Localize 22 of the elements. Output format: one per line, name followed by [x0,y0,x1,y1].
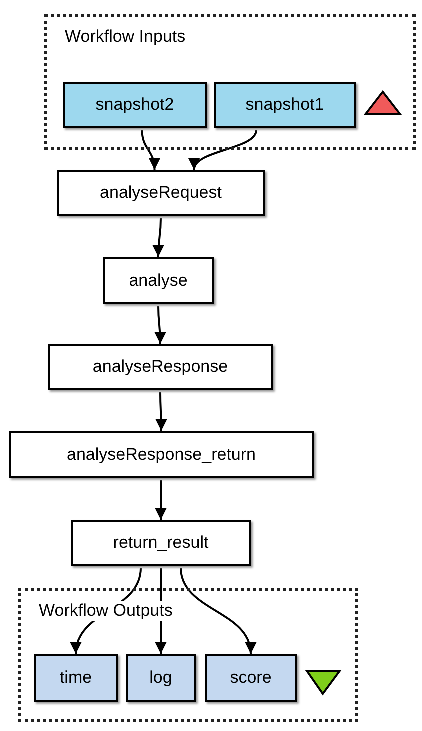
arrow [180,568,256,654]
input-port: snapshot1 [214,82,356,128]
arrow [155,568,167,654]
input-port: snapshot2 [63,82,207,128]
arrow [154,306,166,344]
process-box: analyseResponse_return [9,431,314,478]
arrow [192,130,258,170]
arrow [155,392,168,431]
arrow [72,568,142,654]
group-frame [44,14,416,150]
group-heading: Workflow Outputs [37,601,175,621]
group-heading: Workflow Inputs [63,27,188,47]
process-box: return_result [71,520,251,566]
output-port: time [34,654,118,702]
process-box: analyseResponse [48,344,273,390]
process-box: analyseRequest [57,170,265,216]
output-port: score [205,654,297,702]
group-frame [18,588,358,722]
arrow [152,218,165,258]
arrow [155,480,168,520]
process-box: analyse [103,257,214,304]
output-port: log [126,654,196,702]
